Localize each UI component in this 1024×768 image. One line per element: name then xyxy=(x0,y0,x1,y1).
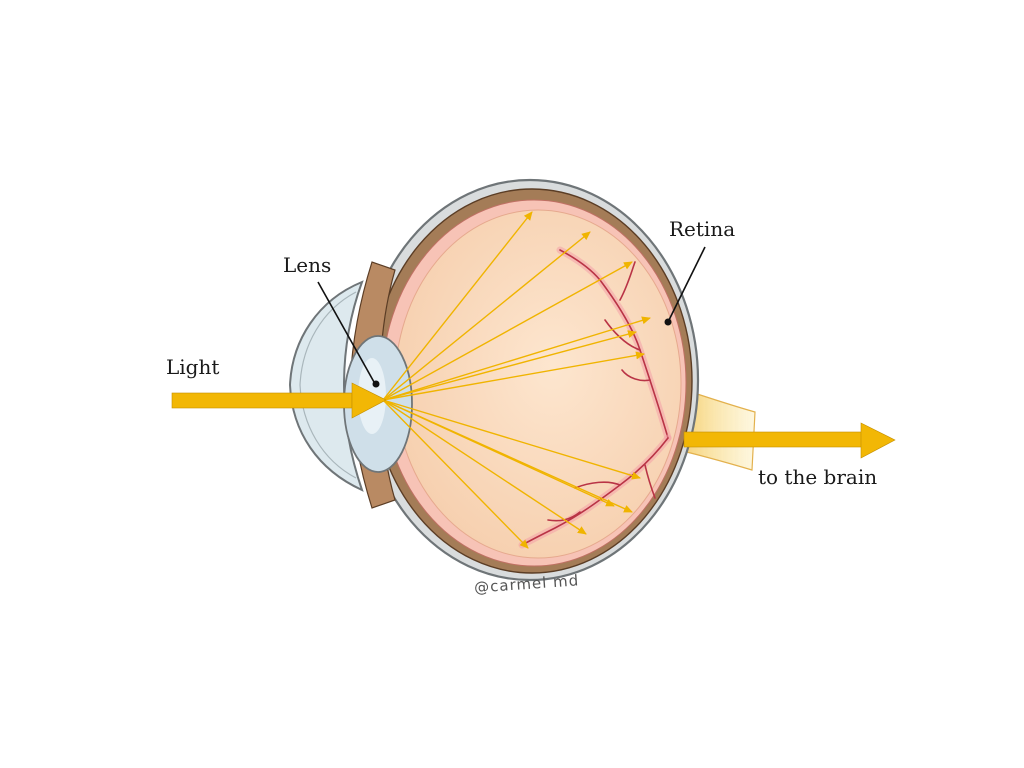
cornea xyxy=(288,280,364,492)
lens-label: Lens xyxy=(283,253,332,277)
retina-label: Retina xyxy=(669,217,736,241)
retina-leader-line xyxy=(668,246,706,321)
lens-leader-line xyxy=(317,281,375,383)
brain-label: to the brain xyxy=(758,465,878,489)
light-rays xyxy=(382,211,651,549)
retina-vessels xyxy=(518,246,672,549)
light-label: Light xyxy=(166,355,220,379)
retina-pointer-dot xyxy=(664,318,672,326)
lens-pointer-dot xyxy=(372,380,380,388)
leader-lines xyxy=(317,246,706,383)
vitreous-body xyxy=(394,209,682,559)
brain-arrow xyxy=(683,422,896,459)
light-arrow xyxy=(171,382,387,419)
